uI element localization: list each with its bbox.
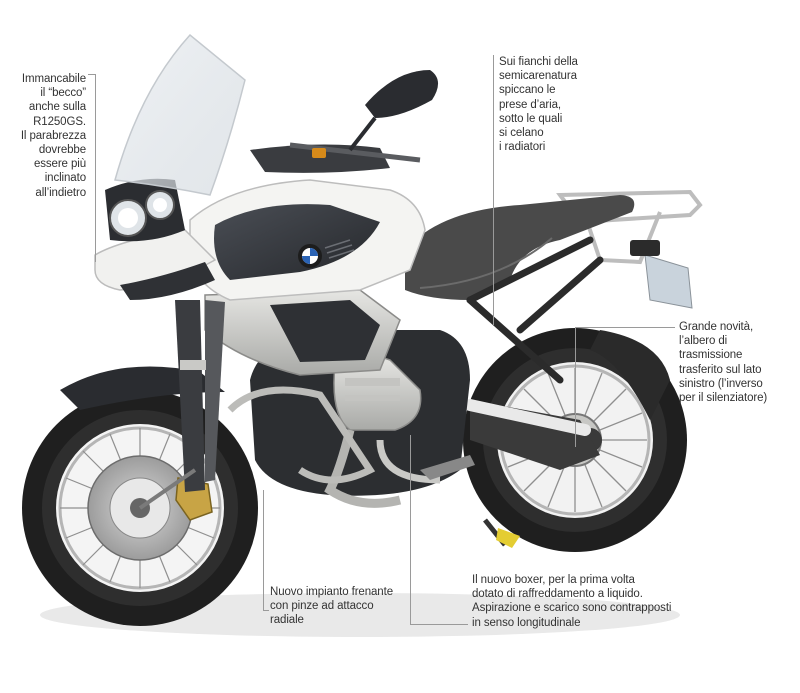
license-plate bbox=[644, 254, 693, 309]
front-fork bbox=[175, 300, 225, 492]
bmw-logo bbox=[298, 244, 322, 268]
leader-line-brakes-horizontal bbox=[263, 610, 269, 611]
leader-line-brakes-vertical bbox=[263, 490, 264, 610]
callout-air-intakes: Sui fianchi della semicarenatura spiccan… bbox=[499, 56, 578, 154]
callout-boxer: Il nuovo boxer, per la prima volta dotat… bbox=[472, 574, 672, 629]
mirror bbox=[365, 70, 439, 118]
headlights bbox=[105, 178, 185, 242]
callout-brakes: Nuovo impianto frenante con pinze ad att… bbox=[270, 586, 393, 627]
leader-line-driveshaft-vertical bbox=[575, 327, 576, 447]
leader-line-beak-top bbox=[88, 74, 96, 75]
seat bbox=[405, 195, 635, 300]
leader-line-boxer-vertical bbox=[410, 435, 411, 625]
leader-line-beak-vertical bbox=[95, 74, 96, 262]
windscreen bbox=[114, 33, 246, 196]
leader-line-air-intakes bbox=[493, 55, 494, 325]
callout-beak: Immancabile il “becco” anche sulla R1250… bbox=[20, 73, 86, 199]
leader-line-boxer-horizontal bbox=[410, 624, 468, 625]
callout-driveshaft: Grande novità, l’albero di trasmissione … bbox=[679, 321, 768, 405]
leader-line-driveshaft-horizontal bbox=[575, 327, 675, 328]
rear-fender bbox=[590, 330, 670, 420]
crash-bar bbox=[227, 386, 376, 484]
